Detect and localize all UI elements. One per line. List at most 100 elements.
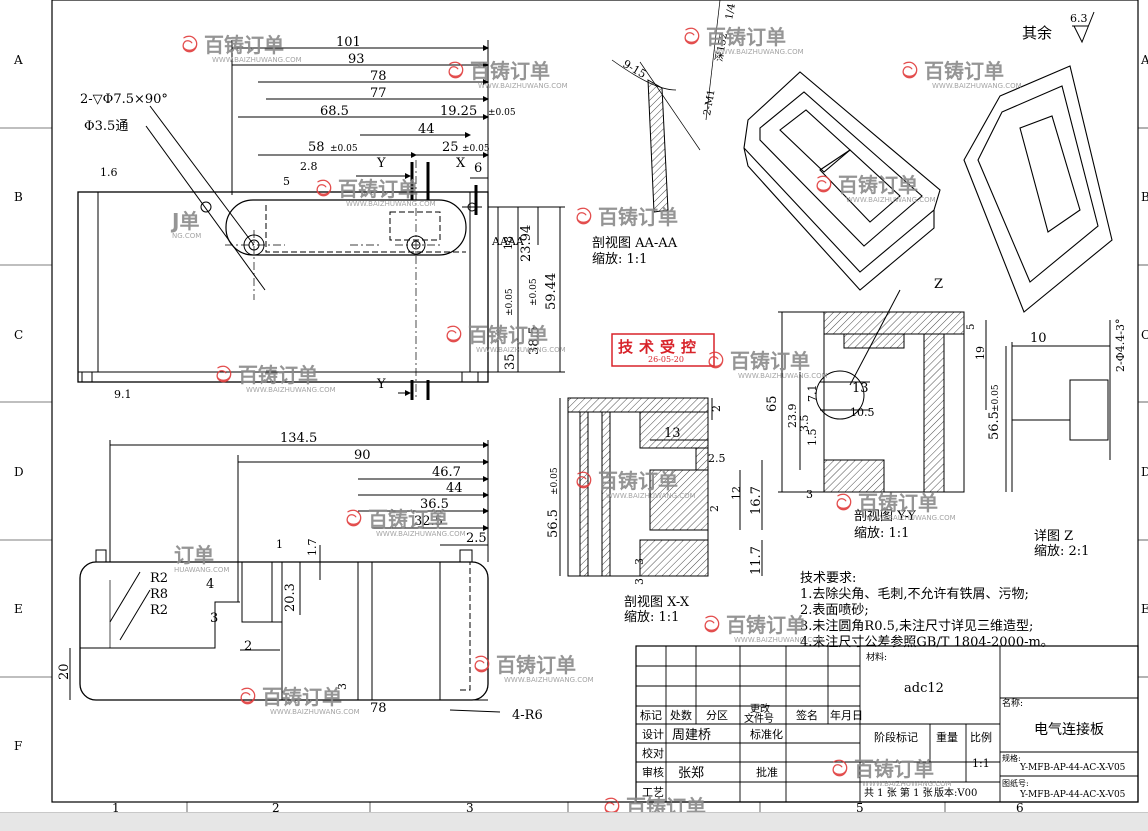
control-stamp: 技术受控 26-05-20	[611, 333, 715, 367]
watermark: ට 百铸订单 WWW.BAIZHUWANG.COM	[832, 757, 952, 788]
watermark-url: WWW.BAIZHUWANG.COM	[932, 82, 1022, 90]
tech-req-title: 技术要求:	[800, 571, 856, 586]
dim-10-5: 10.5	[850, 406, 875, 419]
dim-tolerance: ±0.05	[505, 288, 515, 316]
section-xx-text: 56.5 ±0.05 13 2 2.5 12 16.7 2 3 3 11.7 剖…	[546, 405, 764, 625]
drawing-no-value: Y-MFB-AP-44-AC-X-V05	[1019, 790, 1126, 800]
dim-25: 25	[442, 140, 459, 155]
dim-4-r6: 4-R6	[512, 708, 543, 723]
dim-19-25: 19.25	[440, 104, 477, 119]
row-marker: C	[14, 328, 23, 342]
dim-3-b: 3	[633, 578, 646, 585]
dim-3: 3	[633, 558, 646, 565]
rev-header: 文件号	[744, 712, 774, 725]
dim-3: 3	[806, 488, 813, 501]
approval-label: 批准	[756, 765, 778, 779]
svg-text:ට: ට	[604, 795, 620, 812]
dim-23-9: 23.9	[786, 404, 799, 429]
label-aa: AAAA	[491, 235, 525, 248]
watermark-url: WWW.BAIZHUWANG.COM	[606, 492, 696, 500]
rev-header: 签名	[796, 708, 818, 722]
dim-5: 5	[283, 175, 290, 188]
material-label: 材料:	[866, 651, 887, 663]
note-2-m1: 2-M1	[702, 89, 717, 117]
svg-text:ට: ට	[832, 757, 848, 782]
stamp-date: 26-05-20	[648, 355, 684, 364]
label-y-bottom: Y	[376, 377, 386, 392]
tech-req-item: 2.表面喷砂;	[800, 603, 869, 618]
dim-tolerance: ±0.05	[529, 278, 539, 306]
scale-value: 1:1	[972, 757, 990, 770]
designer-name: 周建桥	[672, 728, 711, 743]
sheet-border	[0, 0, 1148, 812]
section-aa-scale: 缩放: 1:1	[592, 251, 647, 267]
svg-text:ට: ට	[182, 33, 198, 58]
rev-header: 标记	[640, 708, 662, 722]
dim-68-5: 68.5	[320, 104, 349, 119]
detail-z-title: 详图 Z	[1034, 529, 1073, 544]
roughness-9-1: 9.1	[114, 388, 132, 401]
svg-text:ට: ට	[836, 491, 852, 516]
tech-req-item: 4.未注尺寸公差参照GB/T 1804-2000-m。	[800, 634, 1054, 650]
radius-r8: R8	[150, 587, 168, 602]
row-marker: D	[14, 465, 24, 479]
label-z: Z	[934, 277, 943, 292]
watermark-url: WWW.BAIZHUWANG.COM	[714, 48, 804, 56]
dim-tolerance: ±0.05	[991, 384, 1001, 412]
note-through-hole: Φ3.5通	[84, 119, 128, 134]
col-marker: 1	[112, 801, 120, 812]
watermark-url: WWW.BAIZHUWANG.COM	[866, 514, 956, 522]
dim-tolerance: ±0.05	[330, 144, 358, 154]
dim-3-5: 3.5	[798, 415, 811, 433]
watermark-brand: 百铸订单	[598, 469, 678, 493]
svg-text:ට: ට	[576, 205, 592, 230]
col-marker: 3	[466, 801, 474, 812]
dim-11-7: 11.7	[749, 546, 764, 575]
top-view	[77, 40, 565, 400]
watermark: ට 百铸订单 WWW.BAIZHUWANG.COM	[216, 363, 336, 394]
dim-10: 10	[1030, 331, 1047, 346]
dim-2-8: 2.8	[300, 160, 318, 173]
watermark-brand: 百铸订单	[838, 173, 918, 197]
row-markers: A B C D E F A B C D E	[13, 53, 1148, 753]
watermark-url: WWW.BAIZHUWANG.COM	[376, 530, 466, 538]
watermark-brand: 百铸订单	[204, 33, 284, 57]
label-x: X	[456, 156, 466, 171]
designer-label: 设计	[642, 728, 664, 741]
dim-1-5: 1.5	[806, 429, 819, 447]
watermark: ට 百铸订单 WWW.BAIZHUWANG.COM	[474, 653, 594, 684]
dim-44: 44	[418, 122, 435, 137]
col-markers: 1 2 3 5 6	[112, 801, 1024, 815]
watermark-brand: 百铸订单	[368, 507, 448, 531]
dim-3: 3	[210, 611, 218, 626]
dim-6: 6	[474, 161, 482, 176]
dim-77: 77	[370, 86, 387, 101]
standardization-label: 标准化	[750, 727, 783, 741]
watermark-partial: 订单 HUAWANG.COM	[174, 543, 229, 574]
dim-2-5: 2.5	[708, 452, 726, 465]
svg-text:ට: ට	[816, 173, 832, 198]
spec-value: Y-MFB-AP-44-AC-X-V05	[1019, 763, 1126, 773]
dim-20-3: 20.3	[283, 583, 298, 612]
watermark: ට 百铸订单 WWW.BAIZHUWANG.COM	[704, 613, 824, 644]
note-holes: 2-Φ4.4-3°	[1114, 319, 1127, 372]
svg-text:ට: ට	[902, 59, 918, 84]
radius-r2: R2	[150, 571, 168, 586]
tech-requirements: 技术要求: 1.去除尖角、毛刺,不允许有铁屑、污物; 2.表面喷砂; 3.未注圆…	[800, 571, 1054, 650]
radius-r2: R2	[150, 603, 168, 618]
stage-label: 阶段标记	[874, 730, 918, 744]
watermark-brand: 百铸订单	[924, 59, 1004, 83]
iso-view-2	[963, 65, 1113, 313]
watermark-url: WWW.BAIZHUWANG.COM	[246, 386, 336, 394]
title-block	[635, 645, 1139, 803]
roughness-value: 6.3	[1070, 12, 1088, 25]
col-marker: 6	[1016, 801, 1024, 812]
dim-44: 44	[446, 481, 463, 496]
watermark: ට 百铸订单 WWW.BAIZHUWANG.COM	[446, 323, 566, 354]
watermark-url: WWW.BAIZHUWANG.COM	[478, 82, 568, 90]
note-depth: 深152	[713, 32, 730, 63]
row-marker: A	[13, 53, 23, 67]
general-roughness: 其余 6.3	[1022, 11, 1095, 44]
reviewer-name: 张郑	[678, 766, 704, 781]
label-y: Y	[376, 156, 386, 171]
